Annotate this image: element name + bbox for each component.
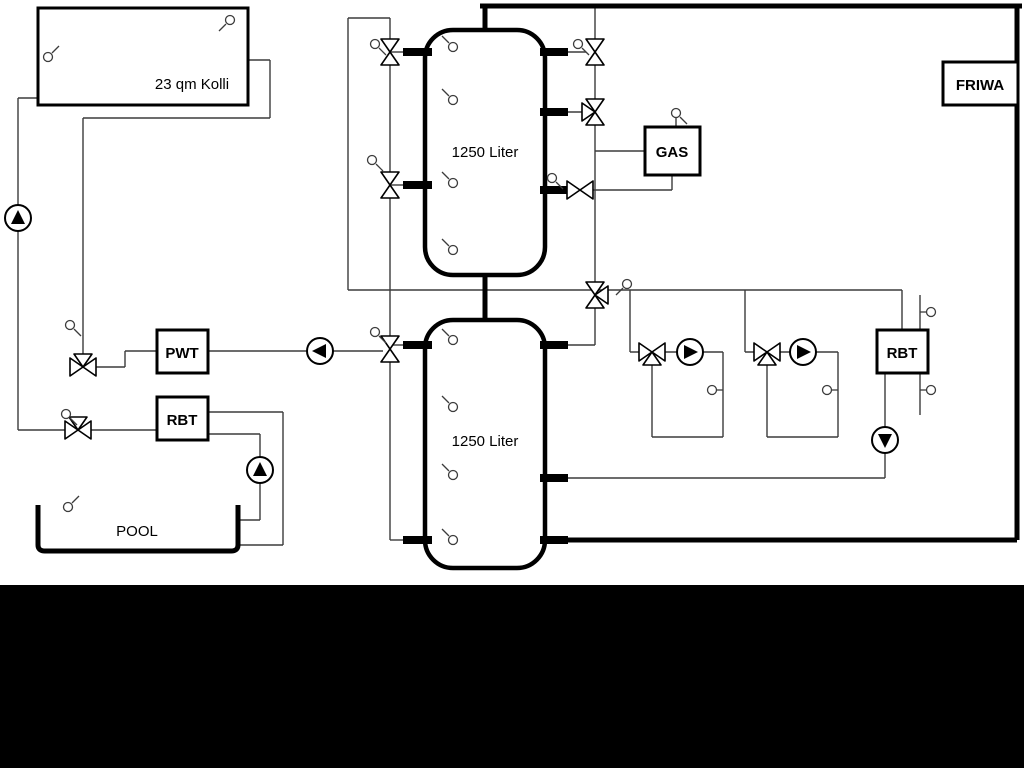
buffer-tank-1 bbox=[422, 27, 548, 278]
sensor-lead-line bbox=[51, 45, 60, 54]
temperature-sensor-icon bbox=[670, 107, 682, 119]
tank1-label: 1250 Liter bbox=[452, 144, 519, 161]
temperature-sensor-icon bbox=[572, 38, 584, 50]
bottom-black-mask bbox=[0, 585, 1024, 768]
temperature-sensor-icon bbox=[821, 384, 833, 396]
sensor-lead-line bbox=[441, 238, 450, 247]
temperature-sensor-icon bbox=[621, 278, 633, 290]
temperature-sensor-icon bbox=[62, 501, 74, 513]
temperature-sensor-icon bbox=[447, 469, 459, 481]
temperature-sensor-icon bbox=[64, 319, 76, 331]
sensor-lead-line bbox=[71, 495, 80, 504]
sensor-lead-line bbox=[378, 47, 387, 56]
temperature-sensor-icon bbox=[447, 534, 459, 546]
three-way-valve-icon bbox=[753, 342, 781, 366]
temperature-sensor-icon bbox=[925, 306, 937, 318]
thick-pipe-lines bbox=[480, 3, 1022, 543]
tank-connection-stubs bbox=[403, 48, 568, 544]
temperature-sensor-icon bbox=[925, 384, 937, 396]
sensor-lead-line bbox=[441, 395, 450, 404]
sensor-lead-line bbox=[69, 417, 78, 426]
temperature-sensor-icon bbox=[42, 51, 54, 63]
three-way-valve-icon bbox=[581, 98, 605, 126]
sensor-lead-line bbox=[679, 116, 688, 125]
three-way-valve-icon bbox=[69, 353, 97, 377]
gas-boiler-box bbox=[643, 125, 702, 177]
sensor-lead-line bbox=[218, 23, 227, 32]
temperature-sensor-icon bbox=[447, 401, 459, 413]
temperature-sensor-icon bbox=[706, 384, 718, 396]
pump-direction-arrow-icon bbox=[312, 344, 326, 358]
three-way-valve-icon bbox=[585, 281, 609, 309]
tank2-label: 1250 Liter bbox=[452, 433, 519, 450]
sensor-lead-line bbox=[441, 328, 450, 337]
temperature-sensor-icon bbox=[447, 94, 459, 106]
rbt-right-box bbox=[875, 328, 930, 375]
temperature-sensor-icon bbox=[447, 41, 459, 53]
solar-collector-box bbox=[36, 6, 250, 107]
temperature-sensor-icon bbox=[369, 326, 381, 338]
gas-label: GAS bbox=[656, 144, 689, 161]
valve-icon bbox=[585, 38, 605, 66]
valve-icon bbox=[380, 38, 400, 66]
buffer-tank-2 bbox=[422, 317, 548, 571]
pump-direction-arrow-icon bbox=[684, 345, 698, 359]
pool-tank-shape bbox=[35, 505, 241, 554]
labels: 23 qm Kolli 1250 Liter 1250 Liter GAS FR… bbox=[116, 76, 1004, 540]
valve-icon bbox=[380, 171, 400, 199]
three-way-valve-icon bbox=[638, 342, 666, 366]
sensor-lead-line bbox=[441, 88, 450, 97]
pwt-heat-exchanger-box bbox=[155, 328, 210, 375]
sensor-lead-line bbox=[73, 328, 82, 337]
pump-direction-arrow-icon bbox=[797, 345, 811, 359]
friwa-label: FRIWA bbox=[956, 77, 1004, 94]
temperature-sensor-icon bbox=[366, 154, 378, 166]
sensor-lead-line bbox=[375, 163, 384, 172]
pump-direction-arrow-icon bbox=[253, 462, 267, 476]
collector-label: 23 qm Kolli bbox=[155, 76, 229, 93]
sensor-lead-line bbox=[441, 171, 450, 180]
rbt-left-box bbox=[155, 395, 210, 442]
temperature-sensor-icon bbox=[447, 334, 459, 346]
sensor-lead-line bbox=[615, 287, 624, 296]
sensor-lead-line bbox=[441, 463, 450, 472]
sensor-lead-line bbox=[581, 47, 590, 56]
pool-label: POOL bbox=[116, 523, 158, 540]
sensor-lead-line bbox=[555, 181, 564, 190]
sensor-lead-line bbox=[441, 528, 450, 537]
temperature-sensor-icon bbox=[447, 177, 459, 189]
sensor-lead-line bbox=[378, 335, 387, 344]
temperature-sensor-icon bbox=[546, 172, 558, 184]
pump-direction-arrow-icon bbox=[878, 434, 892, 448]
temperature-sensor-icon bbox=[369, 38, 381, 50]
valves-pumps-sensors bbox=[4, 14, 937, 546]
rbt-right-label: RBT bbox=[887, 345, 918, 362]
temperature-sensor-icon bbox=[447, 244, 459, 256]
sensor-lead-line bbox=[441, 35, 450, 44]
component-boxes bbox=[35, 6, 1020, 571]
pump-direction-arrow-icon bbox=[11, 210, 25, 224]
pwt-label: PWT bbox=[165, 345, 198, 362]
friwa-box bbox=[941, 60, 1020, 107]
temperature-sensor-icon bbox=[224, 14, 236, 26]
rbt-left-label: RBT bbox=[167, 412, 198, 429]
three-way-valve-icon bbox=[64, 416, 92, 440]
temperature-sensor-icon bbox=[60, 408, 72, 420]
valve-icon bbox=[566, 180, 594, 200]
